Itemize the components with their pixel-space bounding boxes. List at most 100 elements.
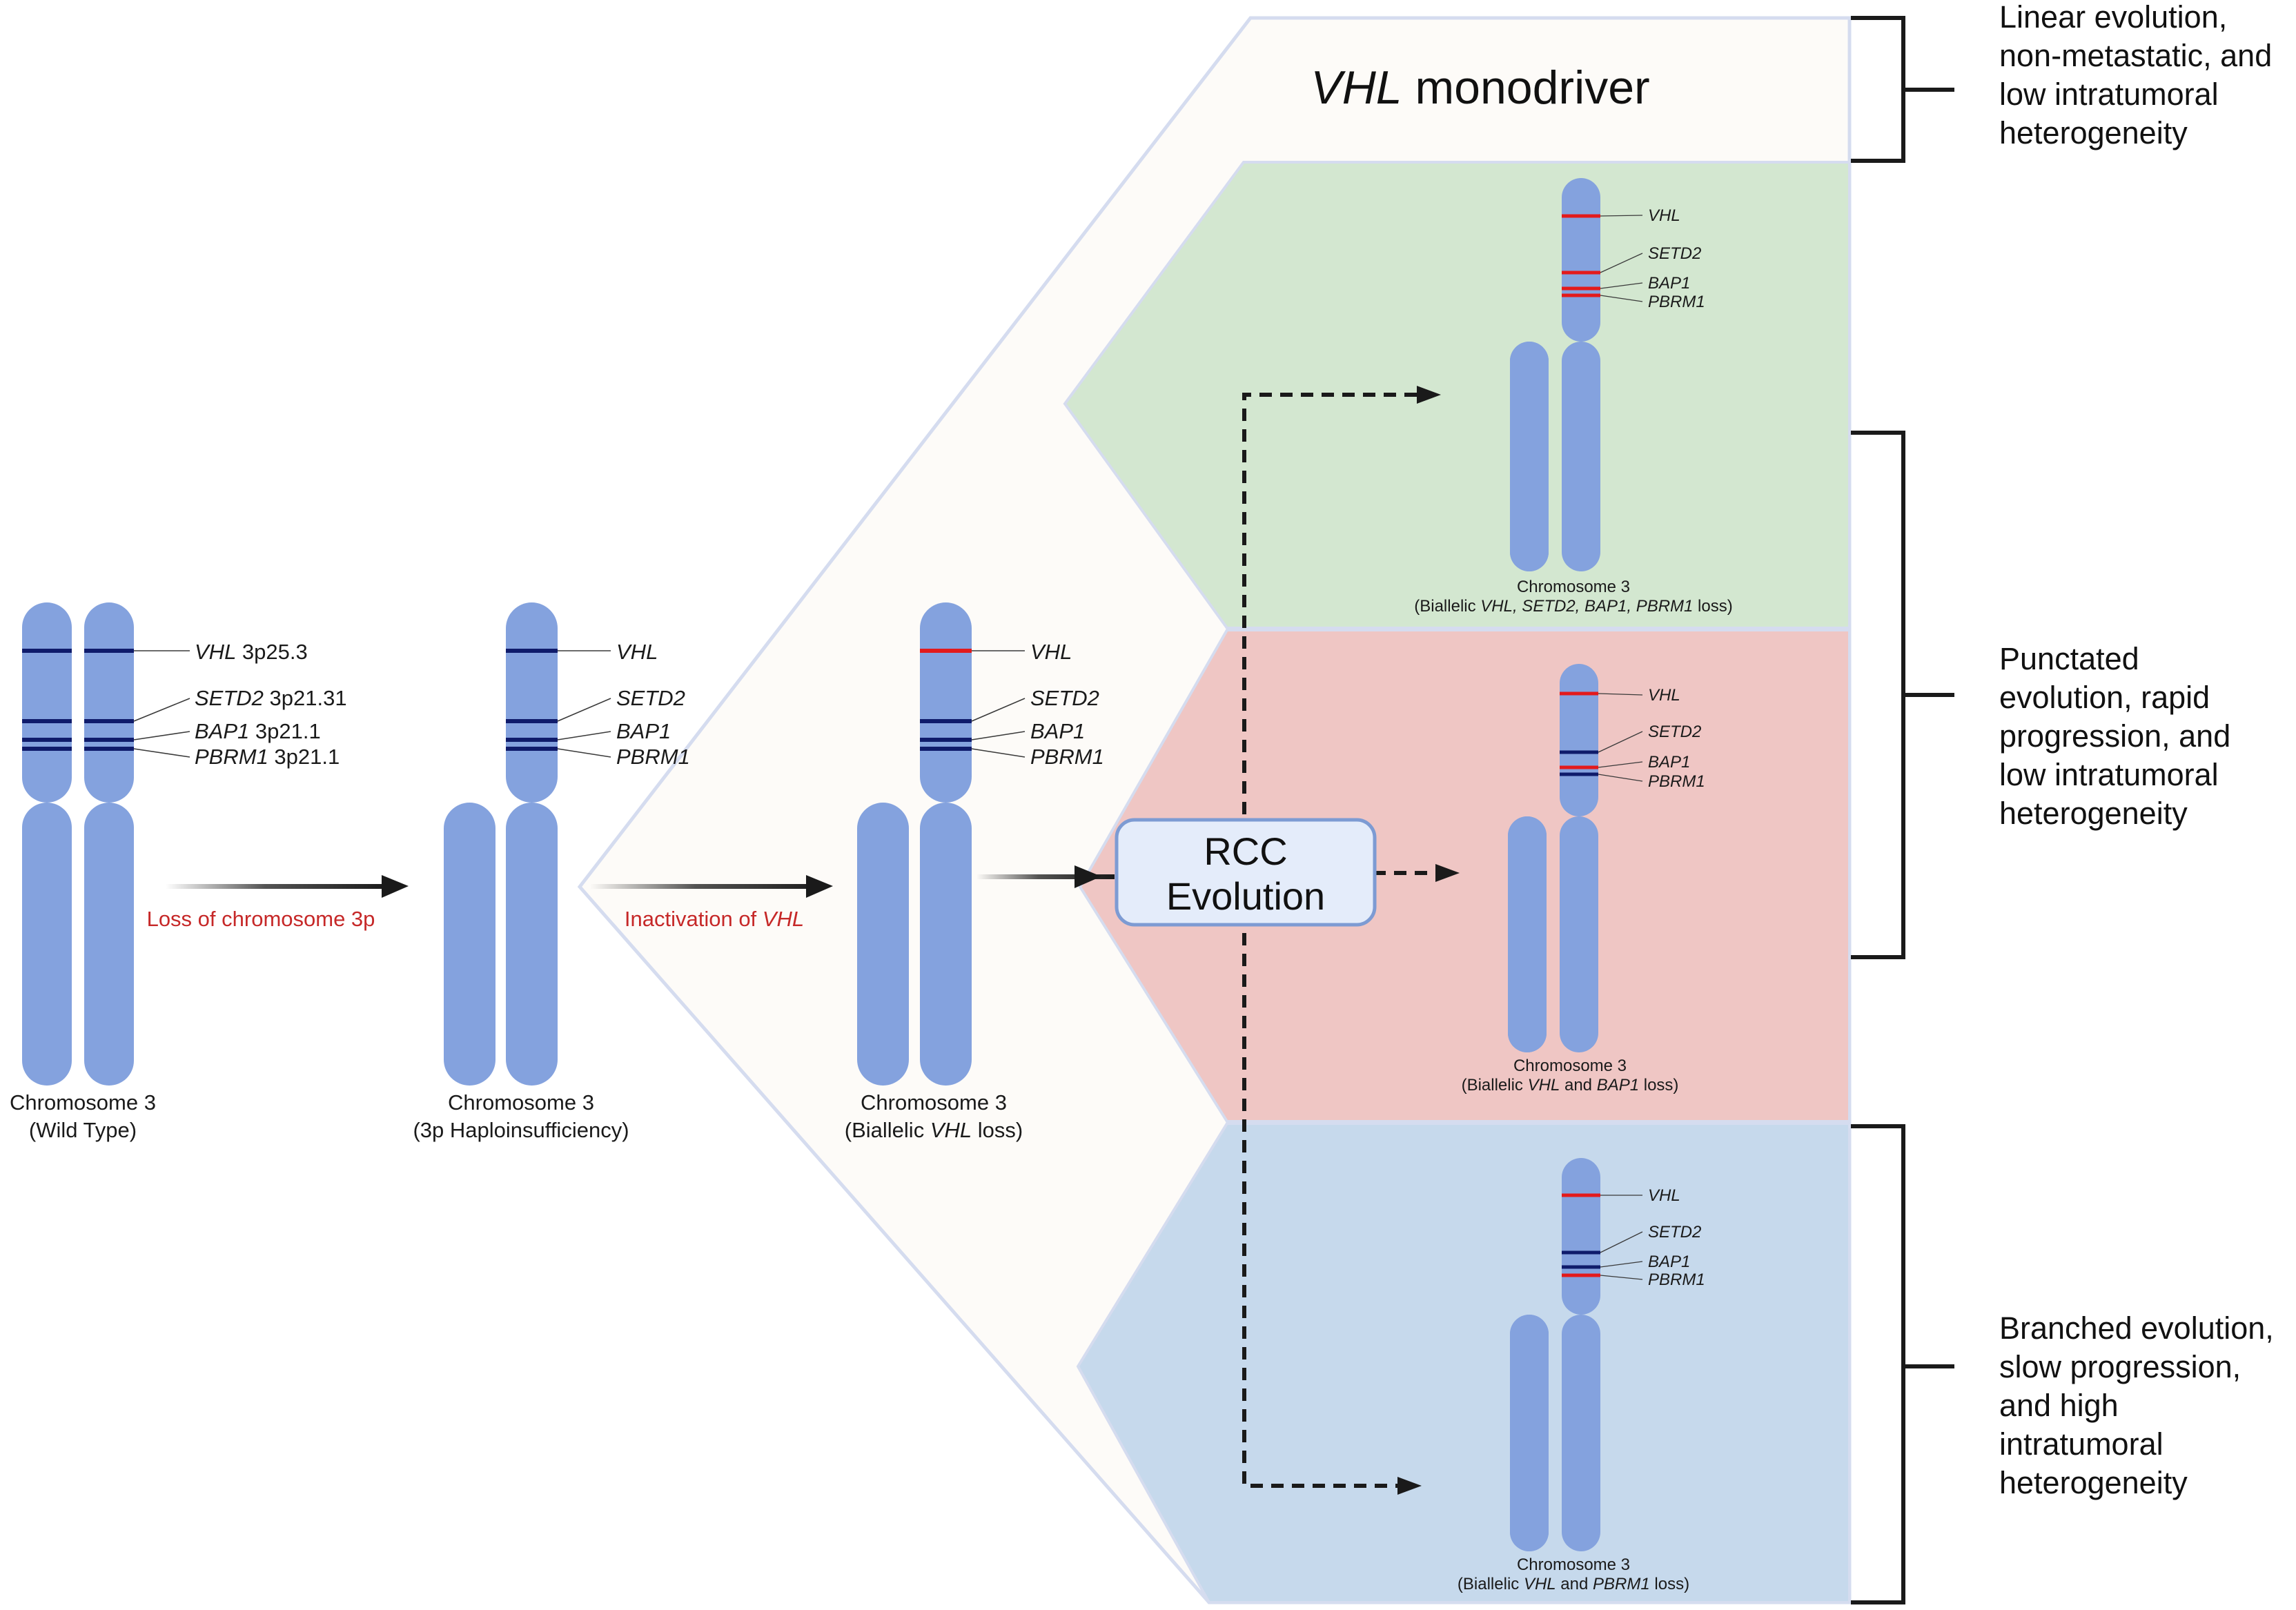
gene-label-text: SETD2 [616,686,685,710]
chromosome-long-arm [1562,1315,1600,1551]
red-caption-2: (Biallelic VHL and BAP1 loss) [1462,1076,1679,1094]
biallelic-chromatid-lost-arm [857,803,909,1086]
red-label-setd2: SETD2 [1598,723,1701,753]
leader-line [133,731,190,740]
biallelic-label-pbrm1: PBRM1 [971,745,1104,769]
red-caption-1: Chromosome 3 [1513,1057,1627,1075]
chromosome-long-arm [857,803,909,1086]
wild-type-label-vhl: VHL 3p25.3 [134,640,308,664]
leader-line [1598,693,1643,696]
haplo-caption-2: (3p Haploinsufficiency) [413,1118,629,1142]
chromosome-short-arm [84,602,134,803]
to-rcc-arrow [977,865,1115,888]
panel-red-background [1078,629,1851,1123]
leader-line [133,748,190,758]
setd2-band [84,719,134,723]
leader-line [971,731,1026,740]
haplo-chromatid-lost-arm [444,803,495,1086]
outcome-brackets [1851,16,1954,1604]
chromosome-long-arm [506,803,558,1086]
branch-arrowheads [1397,386,1460,1495]
vhl-band [22,649,72,653]
green-label-bap1: BAP1 [1600,274,1690,293]
wild-type-chromatid-right [84,602,134,1086]
green-caption-1: Chromosome 3 [1517,578,1630,596]
chromosome-long-arm [1560,816,1598,1052]
bap1-band [920,738,972,742]
leader-line [1600,253,1643,273]
branch-arrows [1242,393,1432,1488]
gene-label-text: SETD2 [1648,244,1701,263]
rcc-box-line1: RCC [1204,829,1287,873]
bracket-punctuated [1851,431,1905,959]
blue-chromatid-lost-arm [1510,1315,1549,1551]
gene-label-text: PBRM1 [1648,772,1705,791]
leader-line [1600,1275,1643,1280]
inactivation-arrow [590,875,833,898]
green-label-pbrm1: PBRM1 [1600,293,1705,311]
gene-label-text: PBRM1 [616,745,690,769]
gene-label-text: PBRM1 [1648,293,1705,311]
bracket-branched [1851,1124,1905,1604]
gene-label-text: SETD2 [1030,686,1099,710]
blue-caption-1: Chromosome 3 [1517,1555,1630,1574]
vhl-band [1562,1193,1600,1197]
biallelic-chromatid-intact [920,602,972,1086]
bap1-band [22,738,72,742]
vhl-band [1562,214,1600,218]
gene-label-text: VHL [1030,640,1072,664]
biallelic-caption-1: Chromosome 3 [861,1090,1007,1115]
gene-label-text: BAP1 [1648,1253,1690,1271]
gene-label-text: VHL [1648,1186,1680,1205]
monodriver-title: VHL monodriver [1311,61,1649,114]
blue-label-setd2: SETD2 [1600,1223,1701,1253]
pbrm1-band [506,747,558,751]
chromosome-short-arm [1562,1158,1600,1315]
pbrm1-band [1562,293,1600,297]
leader-line [557,698,611,722]
leader-line [1598,761,1643,768]
gene-label-text: VHL [1648,206,1680,225]
leader-line [971,698,1026,722]
chromosome-long-arm [1562,342,1600,571]
gene-label-text: BAP1 [1648,274,1690,293]
blue-label-bap1: BAP1 [1600,1253,1690,1271]
branch-to-green [1242,393,1422,814]
setd2-band [506,719,558,723]
setd2-band [920,719,972,723]
outcome-branched: Branched evolution,slow progression,and … [1999,1310,2274,1500]
setd2-band [1562,271,1600,275]
bap1-band [84,738,134,742]
chromosome-long-arm [1510,342,1549,571]
vhl-band [84,649,134,653]
wild-type-label-bap1: BAP1 3p21.1 [133,719,321,743]
vhl-band [506,649,558,653]
vhl-band [920,649,972,653]
blue-caption-2: (Biallelic VHL and PBRM1 loss) [1458,1575,1689,1593]
bap1-band [506,738,558,742]
gene-label-text: VHL [1648,686,1680,705]
biallelic-label-bap1: BAP1 [971,719,1085,743]
leader-line [1600,295,1643,302]
green-label-setd2: SETD2 [1600,244,1701,273]
gene-label-text: PBRM1 [1648,1270,1705,1289]
loss-step-label: Loss of chromosome 3p [147,907,375,931]
loss-arrow [166,875,409,898]
wild-type-label-setd2: SETD2 3p21.31 [133,686,347,722]
setd2-band [1560,750,1598,754]
biallelic-label-vhl: VHL [972,640,1072,664]
leader-line [1598,774,1643,782]
chromosome-long-arm [1508,816,1547,1052]
gene-label-text: SETD2 3p21.31 [195,686,347,710]
panel-green-background [1063,161,1851,629]
blue-chromatid-intact [1562,1158,1600,1551]
rcc-box-line2: Evolution [1166,874,1325,918]
blue-label-vhl: VHL [1600,1186,1680,1205]
red-label-bap1: BAP1 [1598,753,1690,772]
bracket-linear [1851,16,1905,163]
